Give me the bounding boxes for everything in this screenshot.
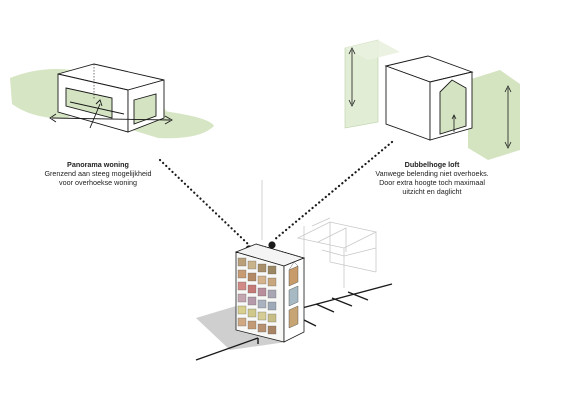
- loft-height-arrows: [348, 47, 512, 149]
- street-lines: [195, 283, 393, 361]
- caption-loft-line-2: Door extra hoogte toch maximaal: [379, 178, 485, 187]
- caption-panorama-title: Panorama woning: [67, 160, 129, 169]
- caption-loft-line-1: Vanwege belending niet overhoeks.: [375, 169, 489, 178]
- connector-panorama: [158, 158, 250, 246]
- facade-windows: [237, 257, 277, 335]
- caption-panorama: Panorama woning Grenzend aan steeg mogel…: [13, 160, 183, 187]
- caption-loft-title: Dubbelhoge loft: [404, 160, 460, 169]
- caption-panorama-line-1: Grenzend aan steeg mogelijkheid: [44, 169, 152, 178]
- marker-loft: [268, 241, 276, 249]
- building-context: [195, 180, 393, 361]
- side-facade-windows: [288, 261, 299, 329]
- panorama-view-sketch: [10, 63, 214, 139]
- loft-light-plane-left: [345, 40, 378, 128]
- loft-view-sketch: [344, 39, 520, 160]
- caption-loft: Dubbelhoge loft Vanwege belending niet o…: [347, 160, 517, 196]
- panorama-view-arrows: [49, 99, 173, 129]
- loft-light-plane-top: [345, 40, 400, 60]
- panorama-dwelling-box: [57, 63, 165, 133]
- loft-dwelling-box: [384, 55, 474, 141]
- connector-lines: [158, 140, 394, 246]
- building-shadow: [196, 306, 286, 350]
- caption-loft-line-3: uitzicht en daglicht: [402, 187, 462, 196]
- caption-panorama-line-2: voor overhoekse woning: [59, 178, 137, 187]
- loft-light-plane-right: [468, 70, 520, 160]
- connector-loft: [272, 140, 394, 242]
